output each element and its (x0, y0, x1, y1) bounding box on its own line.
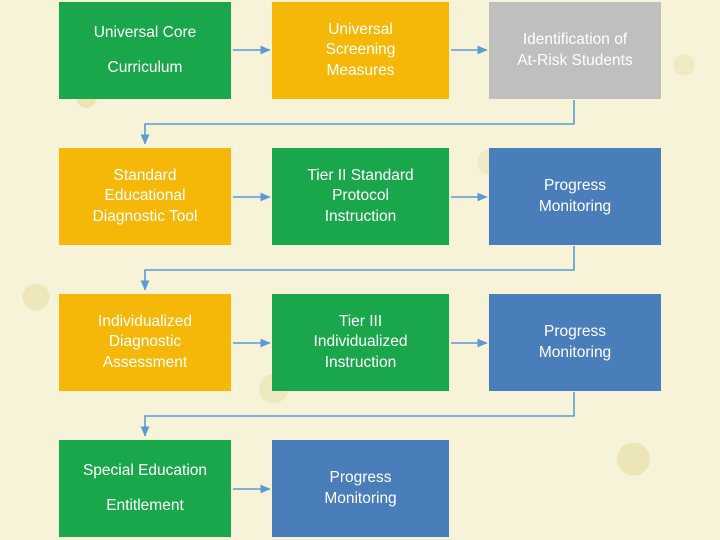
node-line: Diagnostic (108, 333, 182, 351)
node-tier-2-standard-protocol-instruction[interactable]: Tier II Standard Protocol Instruction (272, 148, 449, 245)
node-progress-monitoring-special-education[interactable]: Progress Monitoring (272, 440, 449, 537)
node-progress-monitoring-tier-3[interactable]: Progress Monitoring (489, 294, 661, 391)
node-line: Tier III (338, 313, 383, 331)
node-line: Individualized (98, 313, 192, 331)
node-line: Assessment (102, 353, 188, 371)
node-line: Instruction (324, 353, 397, 371)
node-line: Monitoring (538, 343, 612, 361)
node-line: Curriculum (107, 58, 183, 76)
node-progress-monitoring-tier-2[interactable]: Progress Monitoring (489, 148, 661, 245)
node-line: Progress (329, 469, 392, 487)
node-standard-educational-diagnostic-tool[interactable]: Standard Educational Diagnostic Tool (59, 148, 231, 245)
node-line: Standard (113, 167, 177, 185)
node-line: Progress (543, 323, 607, 341)
node-universal-screening-measures[interactable]: Universal Screening Measures (272, 2, 449, 99)
node-line: Monitoring (538, 197, 612, 215)
node-universal-core-curriculum[interactable]: Universal Core Curriculum (59, 2, 231, 99)
node-individualized-diagnostic-assessment[interactable]: Individualized Diagnostic Assessment (59, 294, 231, 391)
node-line: Universal Core (93, 24, 197, 42)
node-line: Instruction (324, 207, 397, 225)
node-line: Screening (325, 41, 396, 59)
node-tier-3-individualized-instruction[interactable]: Tier III Individualized Instruction (272, 294, 449, 391)
node-special-education-entitlement[interactable]: Special Education Entitlement (59, 440, 231, 537)
node-line: Diagnostic Tool (92, 207, 198, 225)
node-line: Individualized (313, 333, 408, 351)
node-identification-of-at-risk-students[interactable]: Identification of At-Risk Students (489, 2, 661, 99)
node-line: Progress (543, 177, 607, 195)
node-line: Special Education (82, 462, 208, 480)
node-line: Universal (328, 21, 393, 39)
node-line: Tier II Standard (307, 167, 414, 185)
node-line: Identification of (522, 31, 628, 49)
node-line: Entitlement (106, 496, 184, 514)
node-line: Protocol (332, 187, 389, 205)
node-line: Measures (326, 61, 395, 79)
node-line: At-Risk Students (517, 51, 633, 69)
node-line: Monitoring (324, 489, 397, 507)
node-line: Educational (104, 187, 186, 205)
